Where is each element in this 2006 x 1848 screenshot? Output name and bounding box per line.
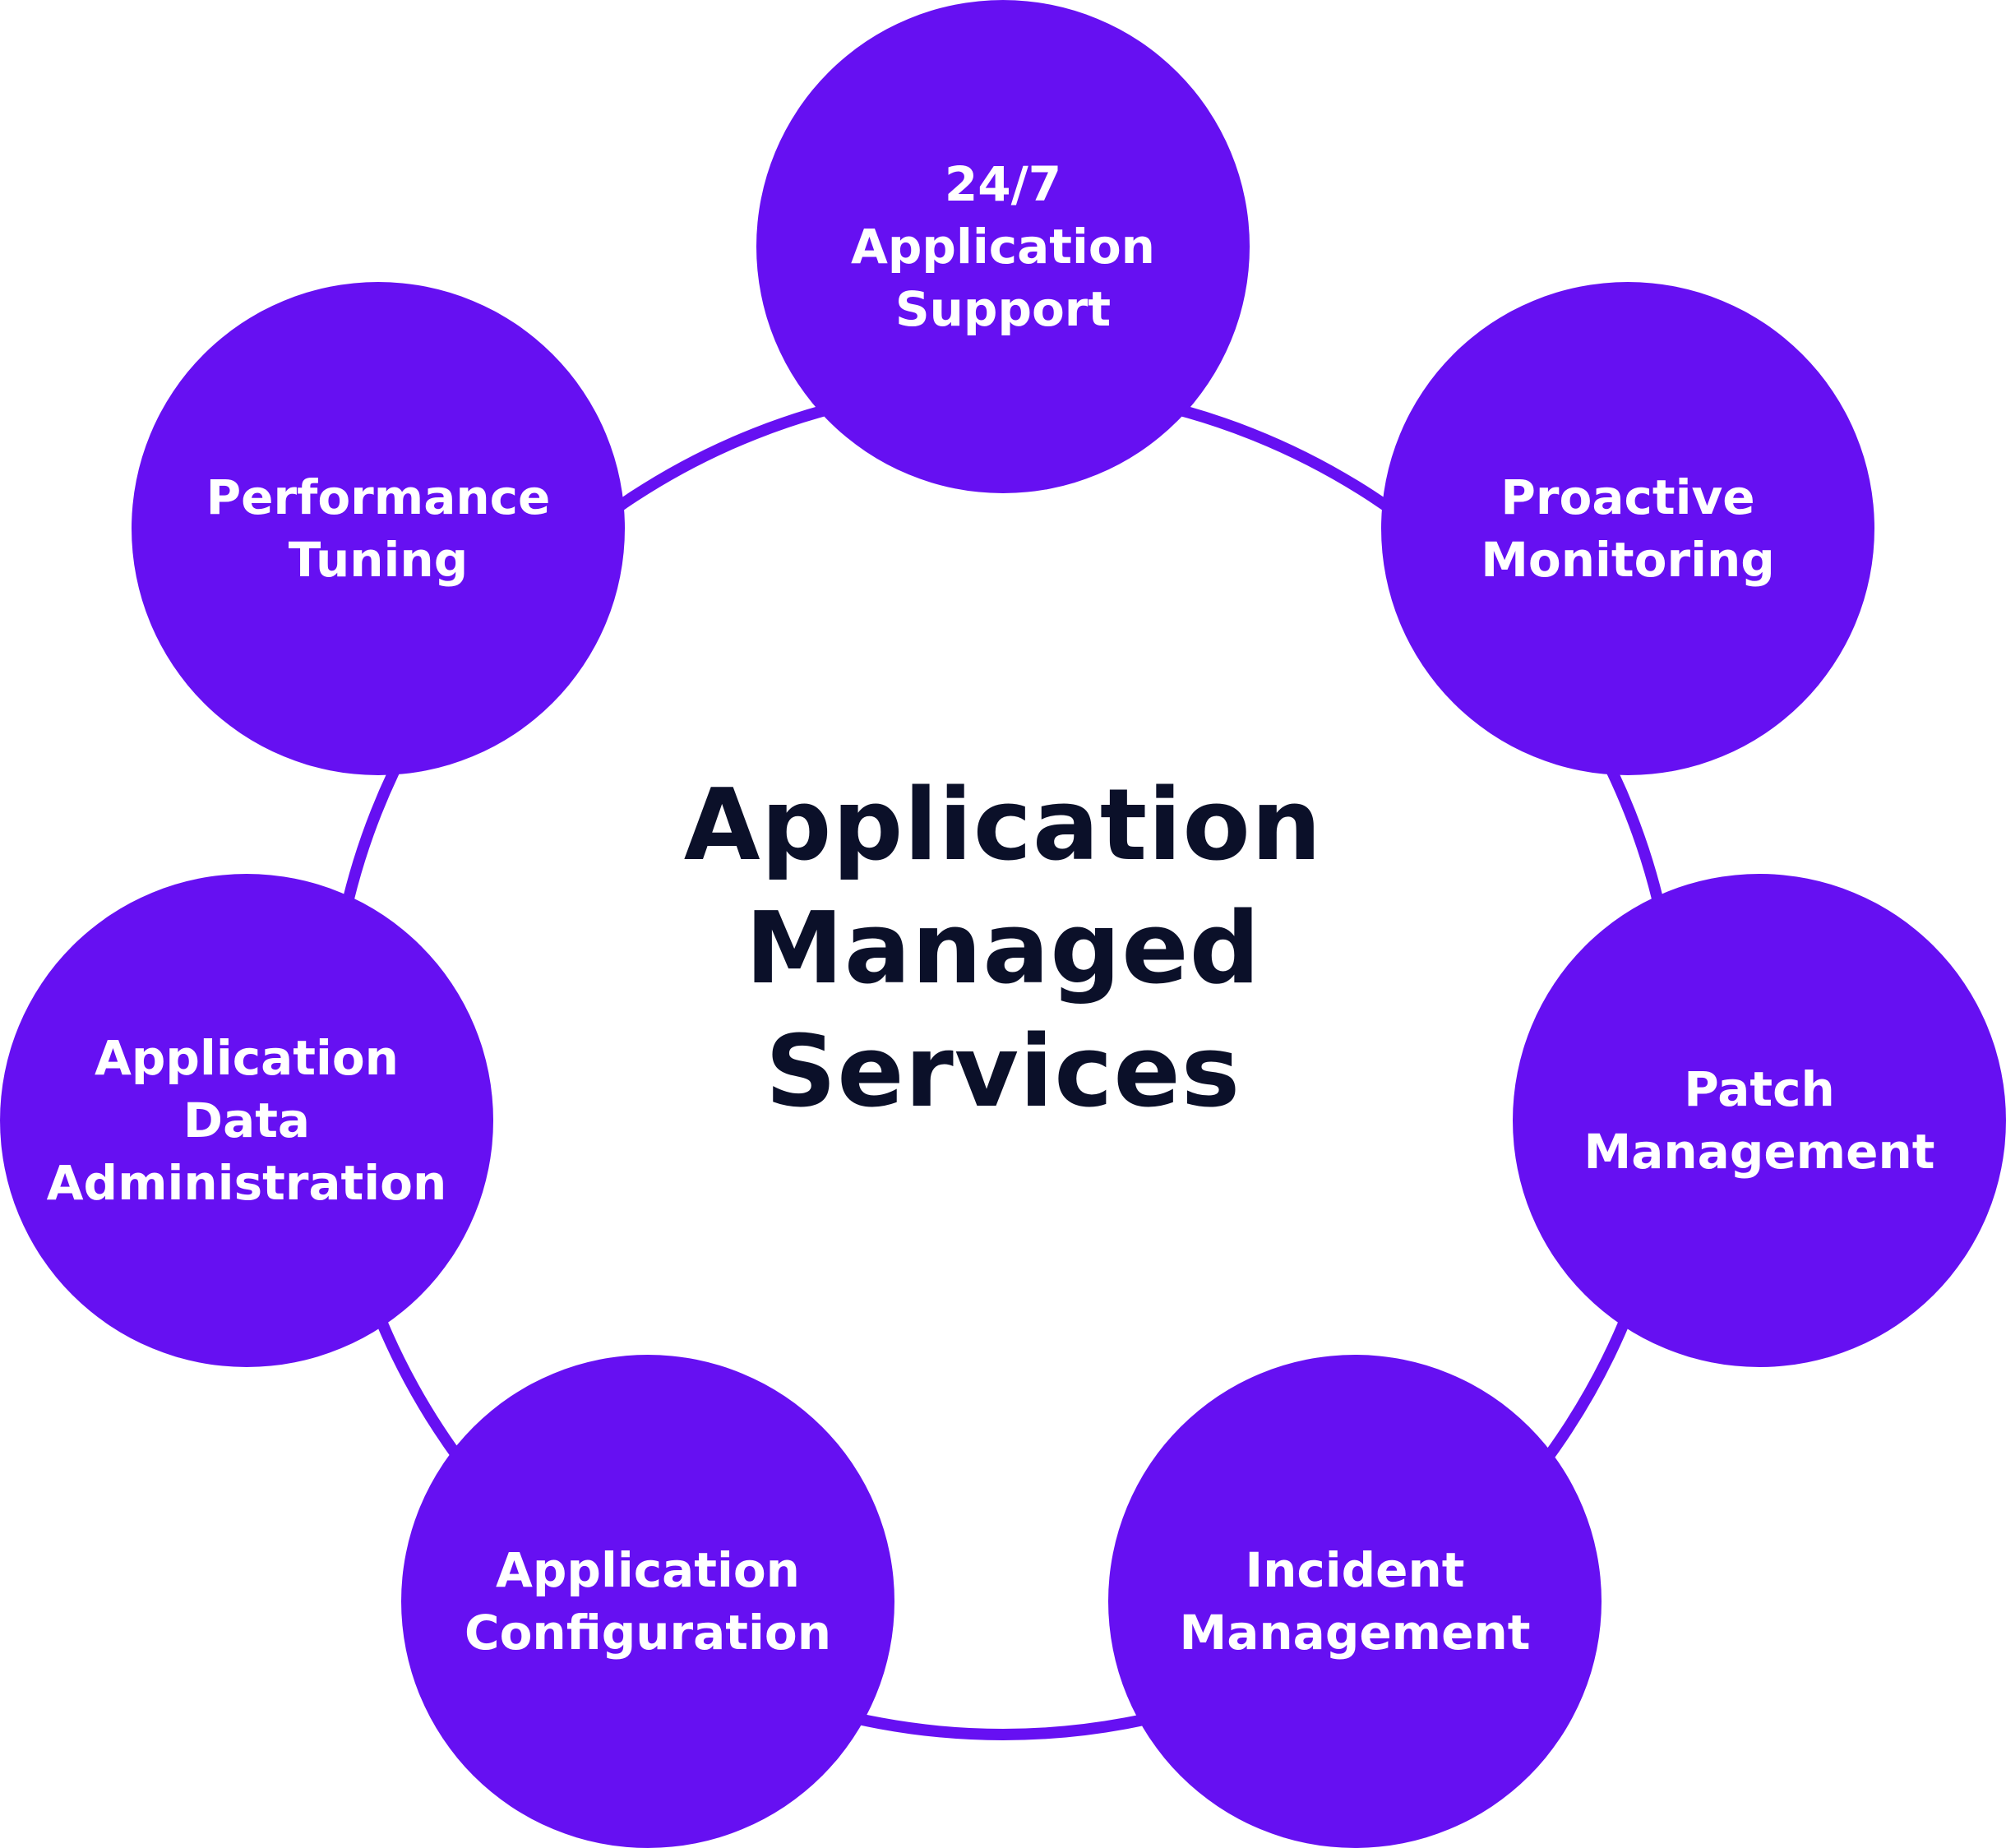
node-label-line: Configuration <box>465 1605 831 1661</box>
node-proactive-monitoring: Proactive Monitoring <box>1381 282 1874 775</box>
center-title-line-3: Services <box>765 1015 1241 1130</box>
node-incident-management: Incident Management <box>1108 1355 1602 1848</box>
center-title-line-2: Managed <box>745 892 1261 1006</box>
node-label-line: Support <box>894 281 1112 337</box>
node-label-line: 24/7 <box>944 156 1062 212</box>
node-label-line: Incident <box>1245 1542 1465 1598</box>
center-title: Application Managed Services <box>592 765 1414 1134</box>
node-label-line: Monitoring <box>1481 532 1775 588</box>
node-application-configuration: Application Configuration <box>401 1355 894 1848</box>
node-label-line: Patch <box>1684 1061 1835 1117</box>
node-label-line: Management <box>1583 1124 1935 1180</box>
node-label-line: Tuning <box>288 532 469 588</box>
node-performance-tuning: Performance Tuning <box>132 282 625 775</box>
node-label-line: Application <box>496 1542 800 1598</box>
node-support: 24/7 Application Support <box>756 0 1250 493</box>
node-label-line: Performance <box>206 469 551 525</box>
node-patch-management: Patch Management <box>1513 874 2006 1367</box>
node-application-data-administration: Application Data Administration <box>0 874 493 1367</box>
node-label-line: Application <box>95 1030 399 1086</box>
node-label-line: Management <box>1179 1605 1531 1661</box>
node-label-line: Application <box>851 219 1155 275</box>
node-label-line: Administration <box>46 1155 447 1211</box>
center-title-line-1: Application <box>683 769 1323 883</box>
node-label-line: Data <box>183 1093 311 1148</box>
node-label-line: Proactive <box>1500 469 1755 525</box>
